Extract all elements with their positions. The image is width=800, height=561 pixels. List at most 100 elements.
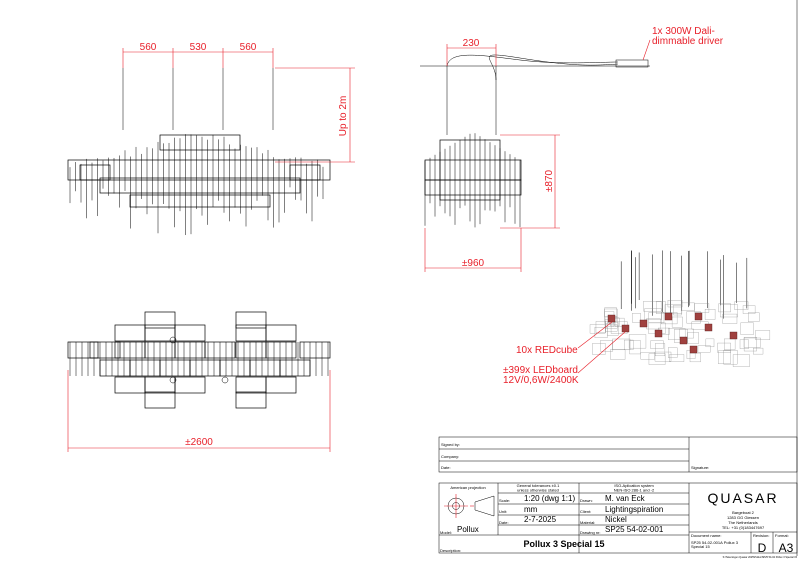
frame-cell [720, 304, 738, 318]
frame-cell [114, 324, 146, 342]
drawing-nr-value: SP25 54-02-001 [605, 525, 664, 534]
frame-cell [235, 341, 267, 359]
frame-cell [704, 309, 716, 320]
ledboard-note-2: 12V/0,6W/2400K [503, 375, 579, 386]
drawn-value: M. van Eck [605, 494, 646, 503]
frame-cell [144, 376, 176, 394]
perspective-view [589, 250, 771, 367]
frame-cell [644, 308, 662, 320]
date2-label: Date: [499, 520, 509, 525]
projection-label: American projection [450, 485, 485, 490]
frame-cell [655, 343, 666, 357]
frame-cell [668, 328, 686, 340]
frame-cell [235, 311, 267, 329]
unit-value: mm [524, 505, 538, 514]
iso-system-2: NEN-ISO 286-1 and -2 [614, 488, 655, 493]
frame-cell [600, 340, 614, 352]
company-label: Company: [441, 454, 459, 459]
frame-cell [265, 324, 297, 342]
frame [99, 177, 301, 194]
format-label: Format: [775, 533, 789, 538]
frame-cell [614, 317, 625, 327]
frame-cell [235, 324, 267, 342]
frame-cell [673, 304, 682, 316]
revision-label: Revision: [753, 533, 769, 538]
wire-point [169, 376, 177, 384]
frame-cell [624, 339, 634, 350]
frame-cell [739, 339, 749, 349]
redcube [654, 329, 663, 338]
dim-side-width: ±960 [462, 258, 485, 269]
frame-cell [235, 391, 267, 409]
frame-cell [740, 322, 754, 335]
redcube [621, 324, 630, 333]
frame [79, 164, 111, 181]
frame-cell [668, 347, 678, 358]
frame [424, 179, 522, 196]
frame-cell [671, 316, 683, 328]
dim-side-height: ±870 [544, 169, 555, 192]
model-label: Model: [440, 530, 452, 535]
frame-cell [718, 350, 731, 364]
unit-label: Unit: [499, 509, 507, 514]
redcube [639, 319, 648, 328]
frame-cell [689, 352, 701, 363]
frame-cell [174, 376, 206, 394]
frame [289, 164, 321, 181]
description-label: Description: [440, 548, 461, 553]
frame-cell [694, 303, 710, 313]
dim-spacing-2: 530 [190, 42, 207, 53]
frame-cell [742, 305, 756, 314]
frame-cell [640, 352, 655, 360]
driver-note-2: dimmable driver [652, 36, 724, 47]
frame-cell [661, 312, 678, 325]
drawing-nr-label: Drawing nr: [580, 530, 600, 535]
frame-cell [705, 338, 715, 348]
redcube [729, 331, 738, 340]
dim-total-width: ±2600 [185, 437, 213, 448]
frame-cell [648, 312, 665, 323]
scale-value: 1:20 (dwg 1:1) [524, 494, 575, 503]
frame-cell [748, 312, 760, 322]
address-1: Bargeboat 2 [732, 510, 755, 515]
title-block: Signed by: Company: Date: Signature: Ame… [438, 436, 798, 559]
frame-cell [144, 311, 176, 329]
frame-cell [656, 301, 666, 314]
description-value: Pollux 3 Special 15 [523, 539, 604, 549]
scale-label: Scale: [499, 498, 510, 503]
frame-cell [594, 327, 608, 338]
date-label: Date: [441, 465, 451, 470]
frame-cell [299, 341, 331, 359]
frame [67, 159, 331, 181]
american-projection-symbol [444, 494, 495, 518]
wire-point [169, 336, 177, 344]
client-label: Client: [580, 509, 591, 514]
frame-cell [629, 340, 641, 355]
front-dimensions: 560 530 560 Up to 2m [122, 42, 355, 163]
frame-cell [755, 330, 771, 340]
top-dimensions: ±2600 [67, 370, 331, 452]
frame-cell [592, 343, 606, 355]
frame-cell [219, 359, 251, 377]
perspective-notes: 10x REDcube ±399x LEDboard 12V/0,6W/2400… [503, 321, 626, 386]
frame-cell [189, 359, 221, 377]
frame-cell [595, 321, 606, 333]
frame-cell [114, 376, 146, 394]
frame-cell [753, 347, 764, 355]
frame-cell [667, 300, 683, 308]
format-value: A3 [779, 541, 794, 555]
frame-cell [687, 332, 699, 344]
drawn-label: Drawn: [580, 498, 593, 503]
frame-cell [612, 338, 631, 351]
address-3: The Netherlands [728, 520, 758, 525]
frame-cell [732, 354, 750, 367]
frame-cell [650, 340, 664, 349]
frame-cell [99, 359, 131, 377]
frame [424, 159, 522, 181]
frame [159, 134, 241, 151]
frame-cell [669, 354, 685, 362]
signed-by-label: Signed by: [441, 442, 460, 447]
frame-cell [279, 359, 311, 377]
iso-system-1: ISO-Aplication system [614, 483, 654, 488]
